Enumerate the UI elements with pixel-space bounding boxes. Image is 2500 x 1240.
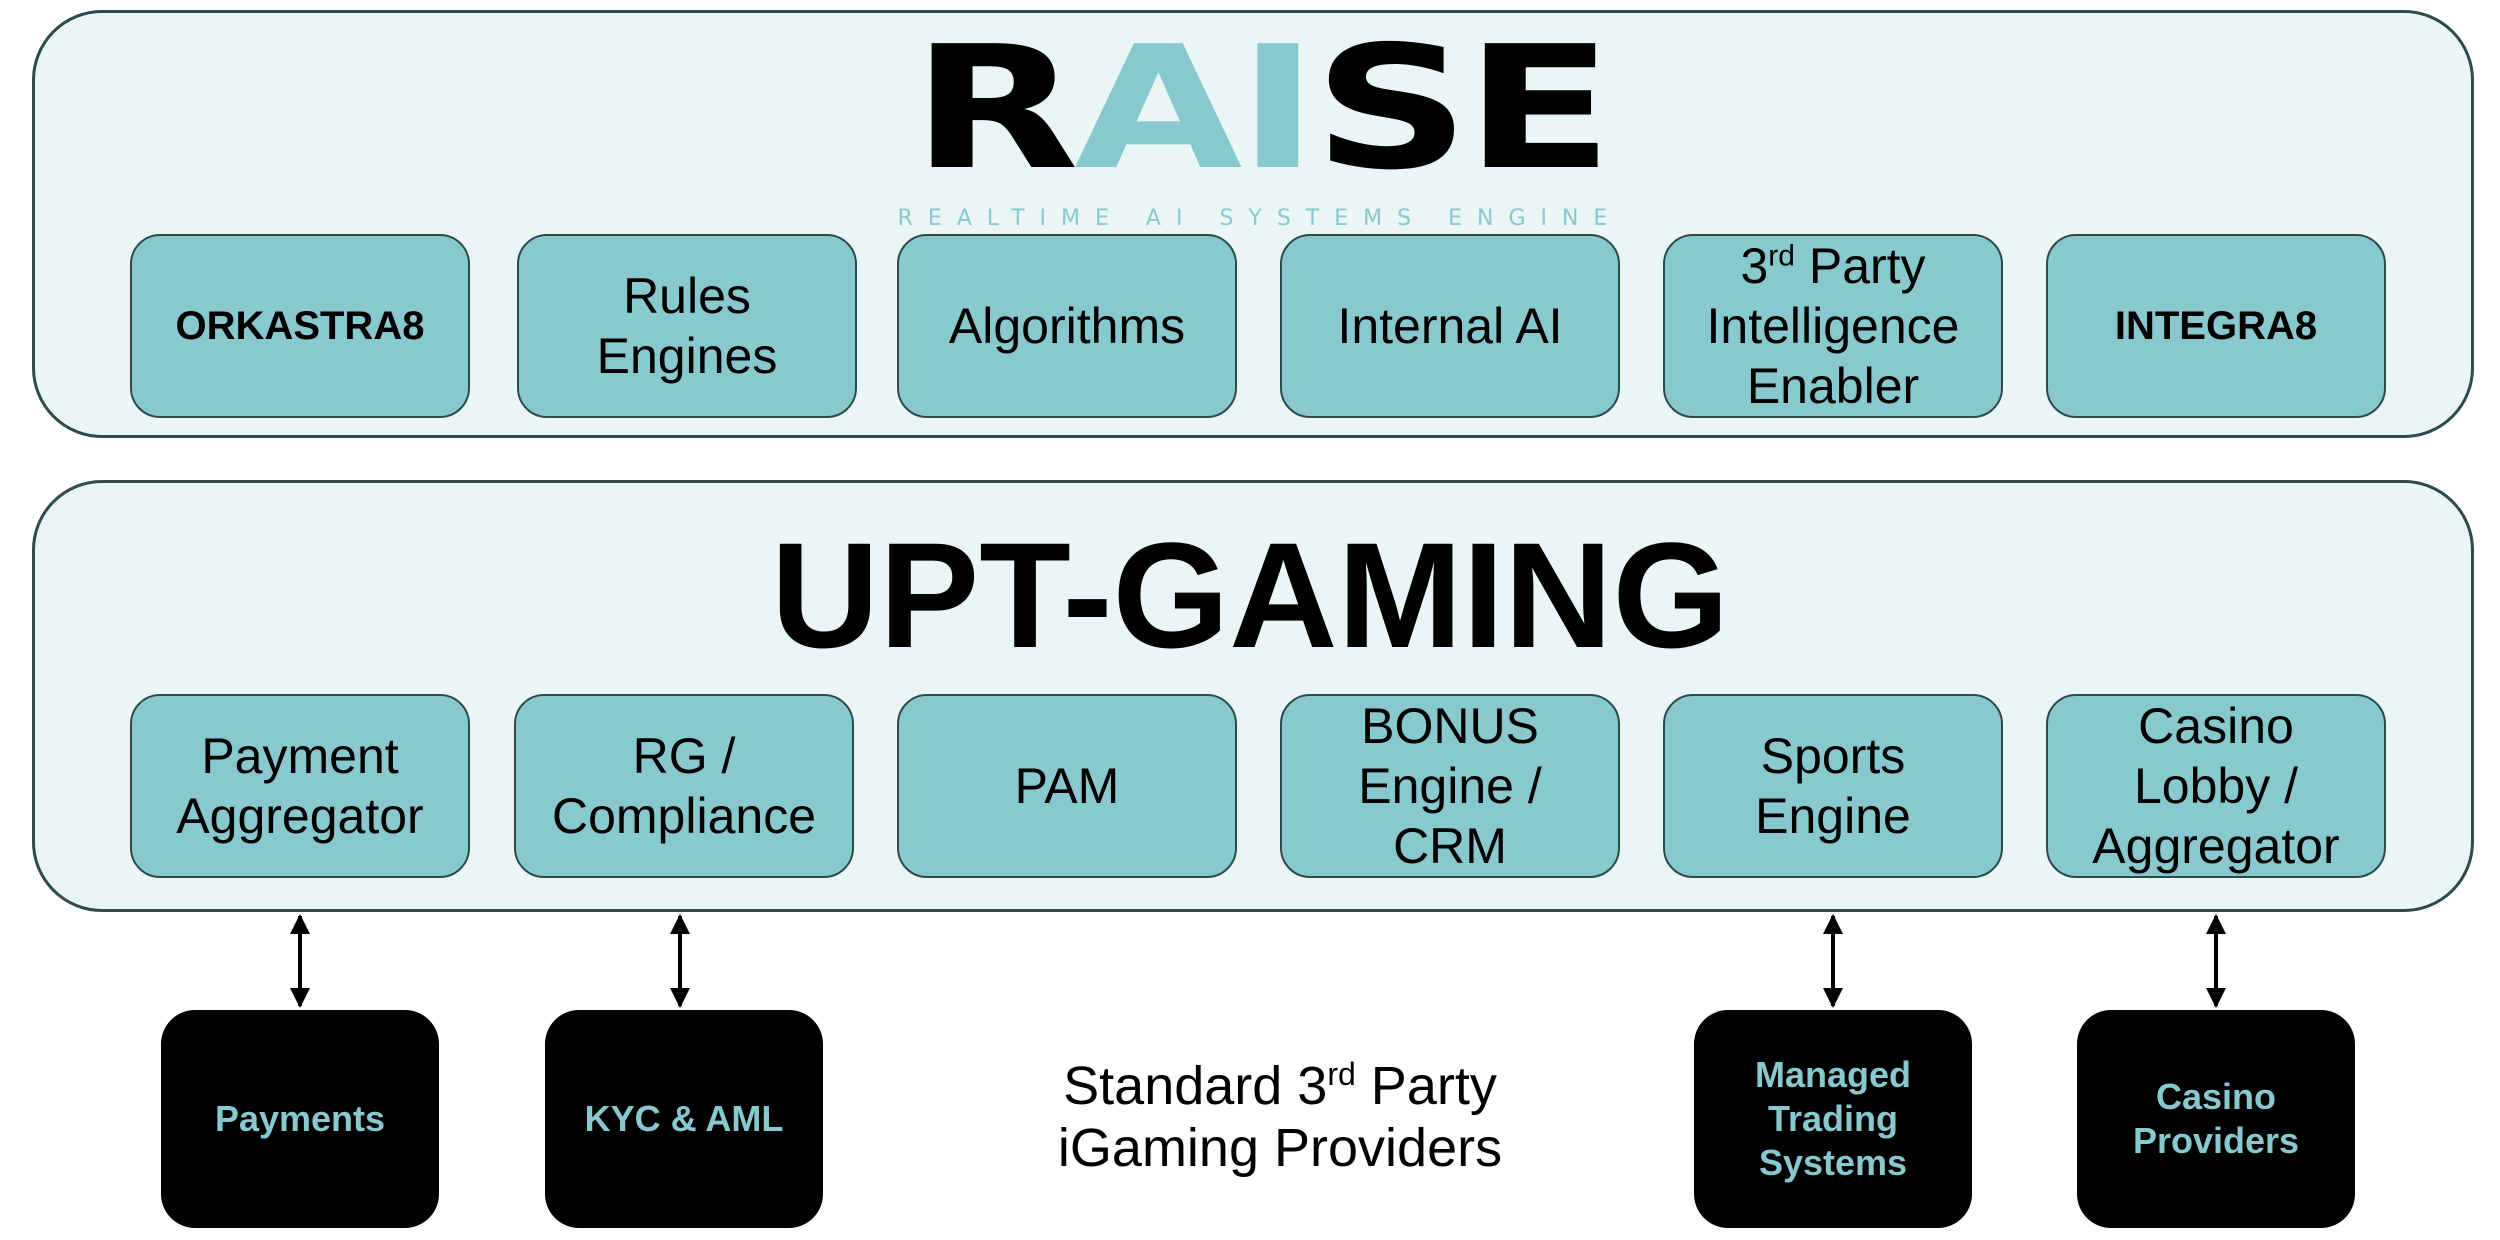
module-label: Internal AI [1337, 298, 1563, 354]
module-label: RG / Compliance [551, 728, 816, 844]
module-label: Rules Engines [596, 268, 778, 384]
module-rg-compliance: RG / Compliance [514, 694, 854, 878]
module-label: BONUS Engine / CRM [1358, 698, 1542, 874]
raise-logo: RAISE REALTIME AI SYSTEMS ENGINE [860, 24, 1660, 231]
upt-gaming-title: UPT-GAMING [770, 511, 1730, 679]
module-sports-engine: Sports Engine [1663, 694, 2003, 878]
note-line-2: iGaming Providers [1057, 1118, 1503, 1178]
provider-managed-trading-systems: Managed Trading Systems [1694, 1010, 1972, 1228]
provider-payments: Payments [161, 1010, 439, 1228]
label-superscript: rd [1768, 239, 1795, 273]
module-label: Sports Engine [1755, 728, 1911, 844]
module-label: 3rd Party Intelligence Enabler [1688, 236, 1978, 416]
logo-part-ai: AI [1074, 10, 1318, 208]
module-integra8: INTEGRA8 [2046, 234, 2386, 418]
logo-part-r: R [911, 10, 1080, 208]
raise-logo-tagline: REALTIME AI SYSTEMS ENGINE [897, 206, 1623, 231]
module-bonus-engine-crm: BONUS Engine / CRM [1280, 694, 1620, 878]
module-pam: PAM [897, 694, 1237, 878]
note-line1-rest: Party [1355, 1056, 1497, 1116]
module-orkastra8: ORKASTRA8 [130, 234, 470, 418]
standard-providers-note: Standard 3rd Party iGaming Providers [1000, 1055, 1560, 1179]
module-internal-ai: Internal AI [1280, 234, 1620, 418]
module-payment-aggregator: Payment Aggregator [130, 694, 470, 878]
provider-casino-providers: Casino Providers [2077, 1010, 2355, 1228]
module-algorithms: Algorithms [897, 234, 1237, 418]
module-label: ORKASTRA8 [175, 304, 425, 348]
label-rest: Party Intelligence Enabler [1706, 238, 1960, 414]
note-line-1: Standard 3rd Party [1000, 1055, 1560, 1117]
module-casino-lobby-aggregator: Casino Lobby / Aggregator [2046, 694, 2386, 878]
module-label: PAM [1014, 758, 1120, 814]
provider-kyc-aml: KYC & AML [545, 1010, 823, 1228]
provider-label: Casino Providers [2132, 1076, 2300, 1161]
module-label: Payment Aggregator [176, 728, 424, 844]
module-label: Casino Lobby / Aggregator [2092, 698, 2340, 874]
note-line1-prefix: Standard 3 [1063, 1056, 1328, 1116]
raise-logo-wordmark: RAISE [748, 24, 1772, 194]
module-label: Algorithms [948, 298, 1186, 354]
label-prefix: 3 [1740, 238, 1769, 294]
provider-label: Payments [214, 1098, 386, 1139]
provider-label: KYC & AML [584, 1098, 784, 1139]
module-third-party-intelligence-enabler: 3rd Party Intelligence Enabler [1663, 234, 2003, 418]
logo-part-se: SE [1313, 10, 1613, 208]
module-label: INTEGRA8 [2114, 304, 2318, 348]
note-superscript: rd [1327, 1056, 1356, 1092]
provider-label: Managed Trading Systems [1754, 1054, 1912, 1183]
module-rules-engines: Rules Engines [517, 234, 857, 418]
